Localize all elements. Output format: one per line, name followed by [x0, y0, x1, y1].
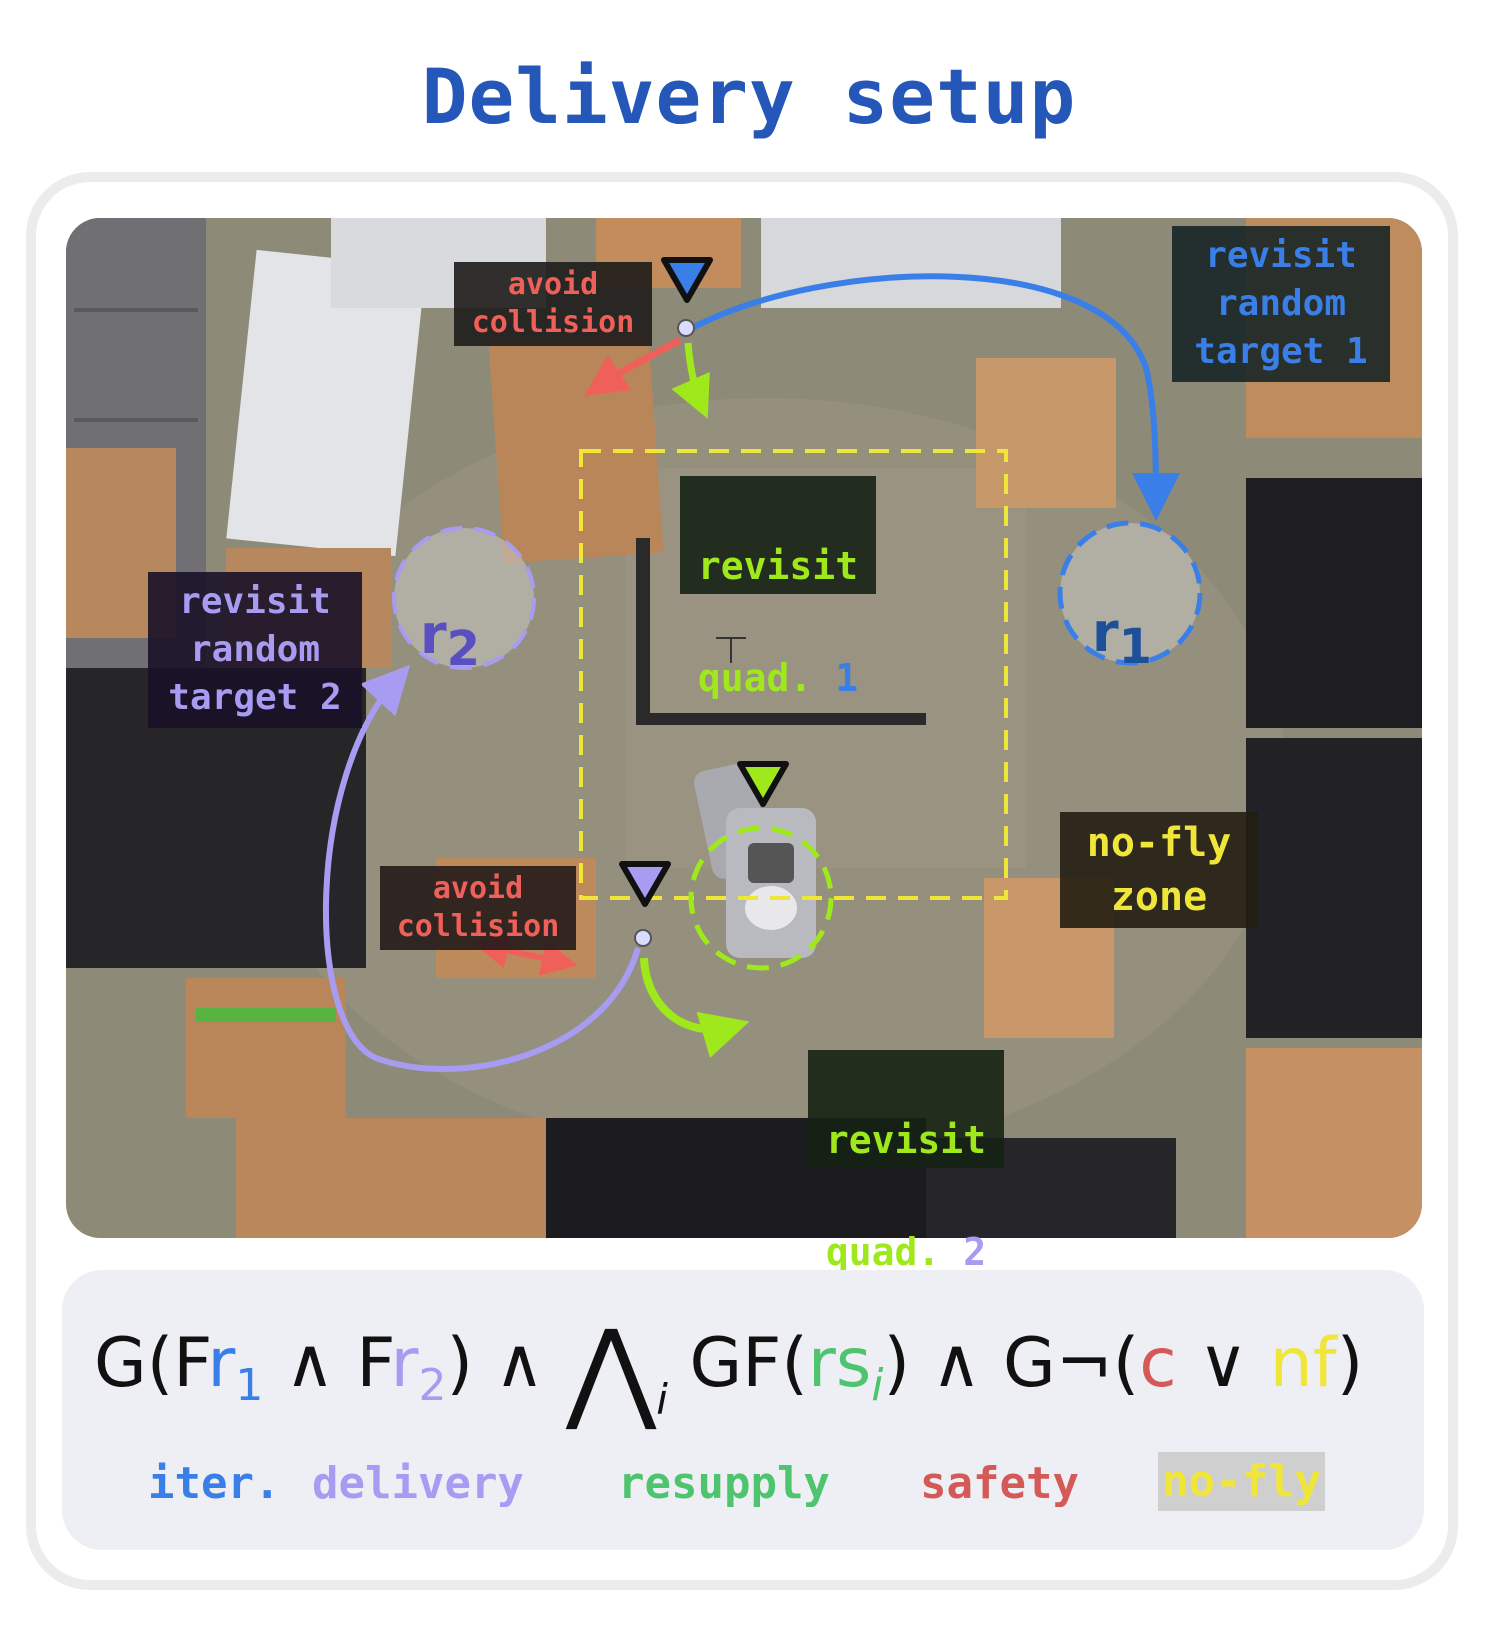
label-revisit-target-1: revisit random target 1 [1172, 226, 1390, 382]
formula-or: ∨ [1177, 1324, 1270, 1403]
formula-g-open: G(F [94, 1324, 209, 1403]
revisit-quad-2-num: 2 [963, 1230, 986, 1274]
label-no-fly-zone: no-fly zone [1060, 812, 1258, 928]
label-avoid-collision-top: avoid collision [454, 262, 652, 346]
formula-and-f: ∧ F [263, 1324, 392, 1403]
r2-subscript: 2 [447, 621, 480, 677]
target-r2-label: r2 [420, 540, 510, 677]
formula-r1-sub: 1 [235, 1360, 263, 1411]
box-top-left [489, 333, 664, 564]
revisit-quad-1-num: 1 [835, 656, 858, 700]
r1-subscript: 1 [1119, 619, 1152, 675]
revisit-quad-1-word: revisit [680, 538, 876, 594]
formula-close-g-not: ) ∧ G¬( [884, 1324, 1140, 1403]
formula-gf: GF( [668, 1324, 808, 1403]
page-title: Delivery setup [0, 52, 1498, 141]
formula-nf: nf [1270, 1324, 1339, 1403]
formula-c: c [1139, 1324, 1176, 1403]
formula-r2-sub: 2 [419, 1360, 447, 1411]
formula-close-and: ) ∧ [447, 1324, 567, 1403]
drone-purple [635, 930, 651, 946]
legend-iter: iter. [148, 1458, 280, 1509]
formula-text: G(Fr1 ∧ Fr2) ∧ ⋀i GF(rsi) ∧ G¬(c ∨ nf) [94, 1310, 1363, 1430]
revisit-quad-1-line: quad. 1 [680, 650, 876, 706]
formula-rs-sub: i [871, 1360, 884, 1411]
revisit-quad-2-word: revisit [808, 1112, 1004, 1168]
legend-delivery: delivery [312, 1458, 524, 1509]
formula-r1: r [207, 1324, 235, 1403]
r1-letter: r [1092, 601, 1119, 664]
formula-bigwedge: ⋀ [565, 1310, 657, 1430]
target-r1-label: r1 [1092, 538, 1182, 675]
r2-letter: r [420, 603, 447, 666]
flightcase-right-1 [1246, 478, 1422, 728]
ltl-formula: G(Fr1 ∧ Fr2) ∧ ⋀i GF(rsi) ∧ G¬(c ∨ nf) [62, 1310, 1424, 1430]
formula-rs: rs [808, 1324, 871, 1403]
formula-bigwedge-sub: i [656, 1375, 668, 1424]
label-revisit-quad-1: revisit quad. 1 [680, 476, 876, 594]
formula-r2: r [391, 1324, 419, 1403]
drone-blue [678, 320, 694, 336]
legend-safety: safety [920, 1458, 1079, 1509]
label-avoid-collision-bottom: avoid collision [380, 866, 576, 950]
legend-resupply: resupply [618, 1458, 830, 1509]
label-revisit-target-2: revisit random target 2 [148, 572, 362, 728]
box-right-top [976, 358, 1116, 508]
revisit-quad-1-text: quad. [698, 656, 835, 700]
label-revisit-quad-2: revisit quad. 2 [808, 1050, 1004, 1168]
formula-close: ) [1337, 1324, 1364, 1403]
revisit-quad-2-text: quad. [826, 1230, 963, 1274]
legend-nofly: no-fly [1158, 1452, 1325, 1511]
